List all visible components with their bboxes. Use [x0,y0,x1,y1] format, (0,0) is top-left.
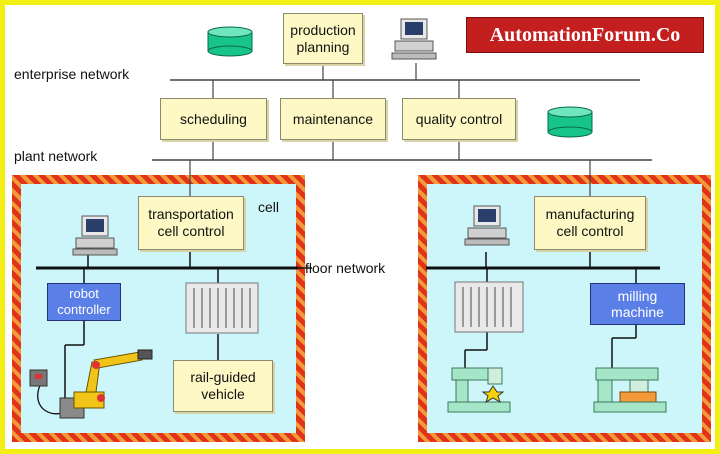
rack-icon [454,281,524,333]
floor-network-label: floor network [305,260,386,276]
computer-icon [72,215,118,256]
quality-control-box: quality control [402,98,516,140]
database-icon [207,26,253,57]
machine-tool-icon [447,367,511,413]
database-icon [547,106,593,138]
machine-tool-icon [593,367,667,413]
production-planning-box: production planning [283,13,363,64]
computer-icon [391,18,437,60]
cell-label: cell [258,199,280,215]
milling-machine-box: milling machine [590,283,685,325]
scheduling-box: scheduling [160,98,267,140]
maintenance-box: maintenance [280,98,386,140]
rack-icon [185,282,259,334]
computer-icon [464,205,510,246]
rail-guided-vehicle-box: rail-guided vehicle [173,360,273,412]
transportation-cell-control-box: transportation cell control [138,196,244,250]
robot-arm-icon [29,349,153,419]
enterprise-network-label: enterprise network [14,66,130,82]
plant-network-label: plant network [14,148,98,164]
manufacturing-cell-control-box: manufacturing cell control [534,196,646,250]
brand-logo: AutomationForum.Co [466,17,704,53]
robot-controller-box: robot controller [47,283,121,321]
